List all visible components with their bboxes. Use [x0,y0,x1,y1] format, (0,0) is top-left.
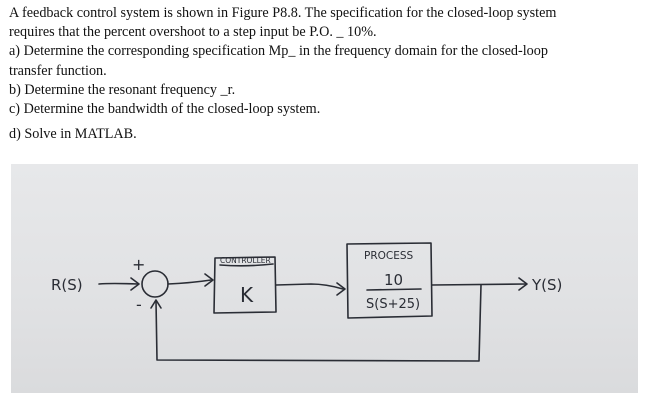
junction-to-controller-arrowhead [204,273,214,287]
controller-to-process-line [275,283,344,290]
controller-title-underline [219,263,274,267]
junction-to-controller-line [167,279,212,285]
controller-gain: K [240,283,254,307]
intro-line-2: requires that the percent overshoot to a… [9,24,377,41]
output-label: Y(S) [531,276,562,294]
controller-title: CONTROLLER [220,256,271,265]
controller-to-process-arrowhead [336,282,346,296]
plus-sign: + [132,255,145,274]
process-block [346,242,433,319]
block-diagram: R(S) + - CONTROLLER K PROCESS 10 S(S+25)… [51,242,562,362]
input-label: R(S) [51,276,83,294]
input-arrowhead [130,277,140,291]
output-line [431,283,527,286]
process-title: PROCESS [364,250,414,262]
minus-sign: - [136,295,142,314]
input-arrow-line [98,282,139,285]
summing-junction [141,270,169,298]
part-a-line-2: transfer function. [9,62,107,79]
process-numerator: 10 [384,271,403,289]
feedback-arrowhead [150,299,162,309]
intro-line-1: A feedback control system is shown in Fi… [9,5,557,21]
process-denominator: S(S+25) [366,297,420,312]
process-fraction-bar [366,288,422,291]
feedback-path [155,284,482,362]
part-b: b) Determine the resonant frequency _r. [9,81,236,98]
controller-block [213,256,277,314]
part-c: c) Determine the bandwidth of the closed… [9,101,321,118]
part-d: d) Solve in MATLAB. [9,126,137,143]
output-arrowhead [518,277,528,291]
part-a-line-1: a) Determine the corresponding specifica… [9,43,548,60]
question-text: A feedback control system is shown in Fi… [9,4,641,144]
block-diagram-photo: R(S) + - CONTROLLER K PROCESS 10 S(S+25)… [11,164,638,393]
